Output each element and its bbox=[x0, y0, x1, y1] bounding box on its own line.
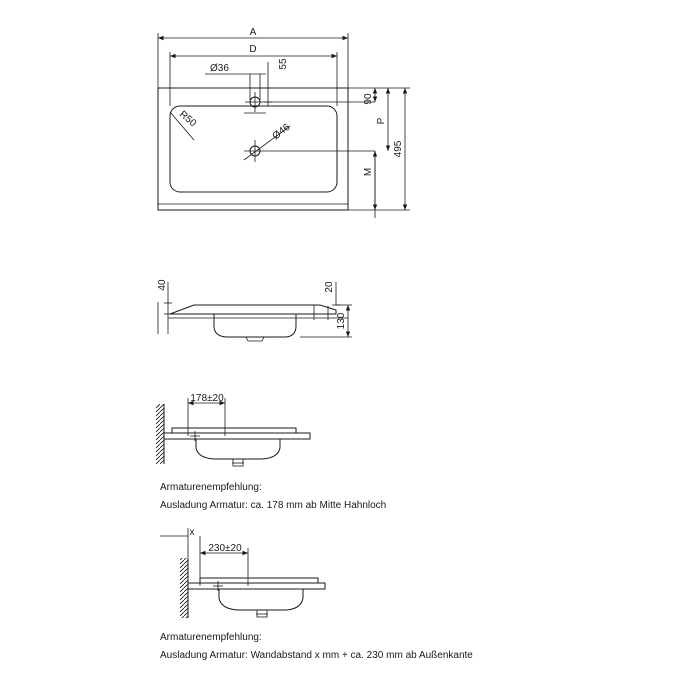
dim-178-label: 178±20 bbox=[190, 393, 224, 404]
dim-130-label: 130 bbox=[336, 312, 347, 329]
dim-230-label: 230±20 bbox=[208, 543, 242, 554]
dim-p-label: P bbox=[376, 117, 387, 124]
drain-fitting-2 bbox=[256, 609, 268, 618]
bowl bbox=[195, 439, 281, 460]
dim-m-label: M bbox=[363, 168, 374, 176]
install-view-2: x 230±20 bbox=[160, 527, 326, 618]
wall-hatch bbox=[156, 404, 164, 464]
dim-tap-hole-label: Ø36 bbox=[210, 63, 229, 74]
side-profile bbox=[169, 304, 337, 315]
dim-depth-label: 495 bbox=[393, 140, 404, 157]
basin-outline bbox=[157, 87, 349, 211]
dim-40-label: 40 bbox=[157, 279, 168, 291]
install-2-caption-text: Ausladung Armatur: Wandabstand x mm + ca… bbox=[160, 650, 473, 661]
dim-a-label: A bbox=[250, 27, 257, 38]
drain-fitting bbox=[232, 458, 244, 467]
countertop-2 bbox=[187, 582, 326, 590]
dim-d-label: D bbox=[249, 44, 256, 55]
dim-90-label: 90 bbox=[363, 93, 374, 105]
dim-x-label: x bbox=[190, 527, 195, 538]
install-view-1: 178±20 bbox=[156, 393, 311, 467]
install-1-caption-title: Armaturenempfehlung: bbox=[160, 482, 262, 493]
dim-radius-label: R50 bbox=[177, 109, 198, 130]
side-view: 40 20 130 bbox=[157, 279, 352, 342]
dim-tap-offset-label: 55 bbox=[278, 58, 289, 70]
install-2-caption-title: Armaturenempfehlung: bbox=[160, 632, 262, 643]
top-view: A D Ø36 55 R50 Ø46 90 P M 495 bbox=[157, 27, 410, 218]
side-bowl bbox=[213, 314, 297, 338]
countertop bbox=[163, 432, 311, 440]
bowl-outline bbox=[169, 105, 338, 193]
dim-drain-label: Ø46 bbox=[271, 122, 293, 143]
install-1-caption-text: Ausladung Armatur: ca. 178 mm ab Mitte H… bbox=[160, 500, 387, 511]
wall-hatch-2 bbox=[180, 558, 188, 618]
dim-20-label: 20 bbox=[324, 281, 335, 293]
bowl-2 bbox=[218, 589, 304, 611]
